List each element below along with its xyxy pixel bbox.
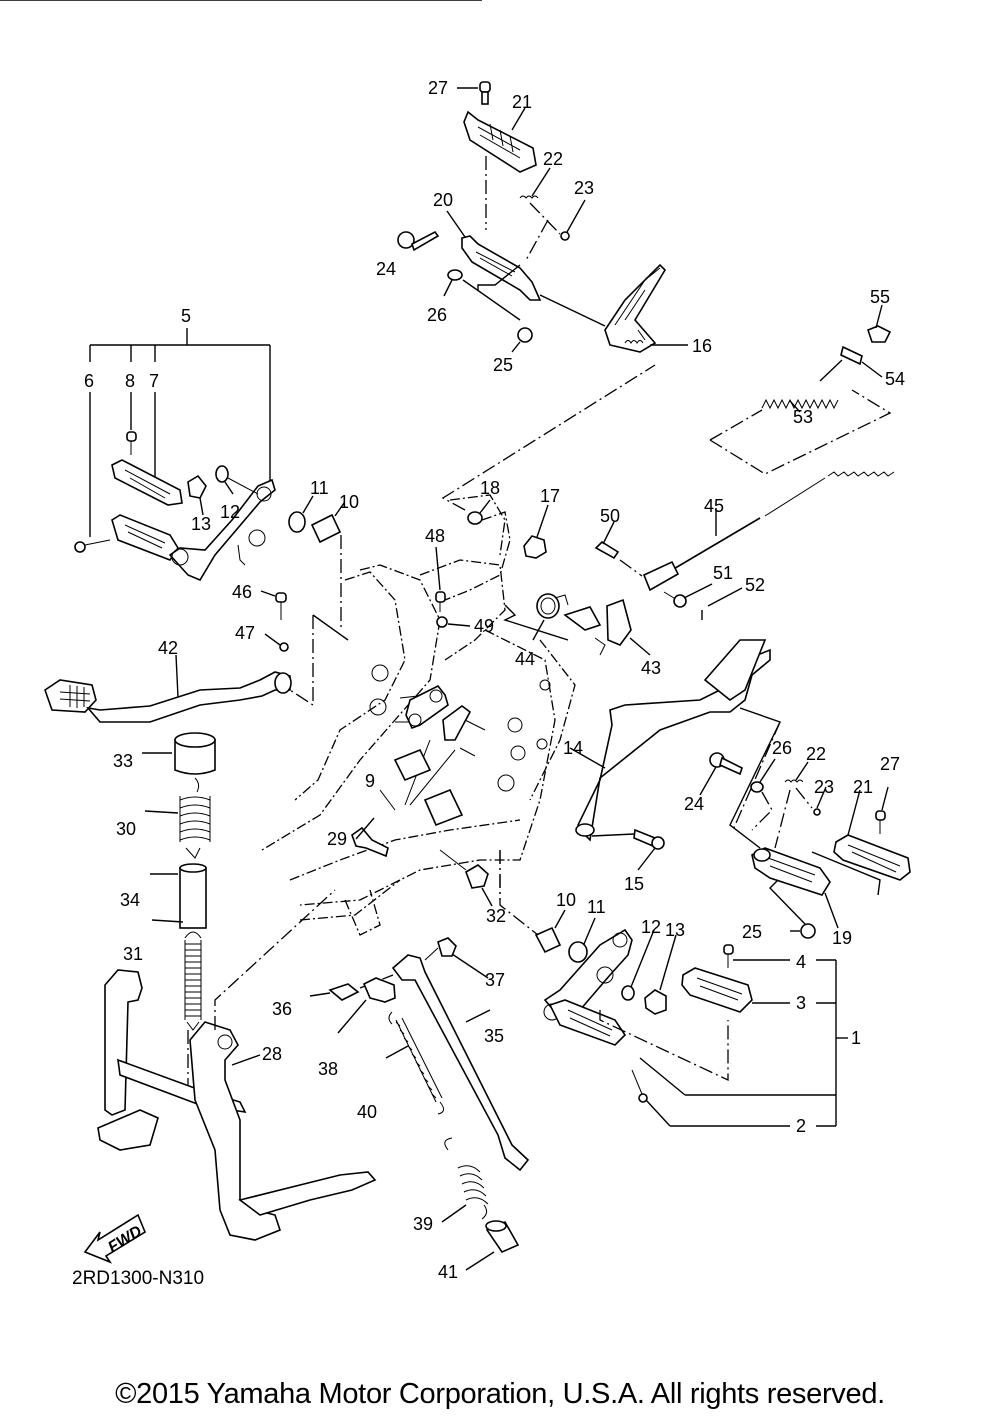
callout-4: 4 [796,952,806,972]
callout-53: 53 [793,407,813,427]
brake-rod-group [594,304,895,620]
callout-43: 43 [641,658,661,678]
right-passenger-footrest [569,639,911,939]
callout-10: 10 [339,492,359,512]
callout-26: 26 [427,305,447,325]
callout-11-right: 11 [587,897,606,917]
callout-51: 51 [713,563,733,583]
callout-34: 34 [120,890,140,910]
callout-55: 55 [870,287,890,307]
callout-labels: 27 21 22 23 20 24 26 25 16 55 54 53 5 6 … [84,78,905,1282]
bolt-24-top [397,230,440,252]
callout-23-right: 23 [814,777,834,797]
spring-44 [536,593,569,619]
callout-44: 44 [515,649,535,669]
callout-9: 9 [365,771,375,791]
callout-24: 24 [376,259,396,279]
callout-54: 54 [885,369,905,389]
callout-24-right: 24 [684,794,704,814]
diagram-code: 2RD1300-N310 [72,1268,205,1289]
callout-12: 12 [220,502,240,522]
callout-31: 31 [123,944,143,964]
callout-3: 3 [796,993,806,1013]
callout-8: 8 [125,371,135,391]
rear-footrest-assembly-top [397,81,688,353]
callout-35: 35 [484,1026,504,1046]
callout-18: 18 [480,478,500,498]
main-stand-group: FWD [83,732,377,1264]
callout-13: 13 [191,514,211,534]
callout-37: 37 [485,970,505,990]
callout-19: 19 [832,928,852,948]
callout-40: 40 [357,1102,377,1122]
callout-38: 38 [318,1059,338,1079]
rider-footrest-assembly-right [499,850,848,1127]
callout-15: 15 [624,874,644,894]
callout-17: 17 [540,486,560,506]
callout-48: 48 [425,526,445,546]
callout-13-right: 13 [665,920,685,940]
callout-10-right: 10 [556,890,576,910]
callout-25-right: 25 [742,922,762,942]
callout-32: 32 [486,906,506,926]
callout-33: 33 [113,751,133,771]
callout-2: 2 [796,1116,806,1136]
callout-36: 36 [272,999,292,1019]
callout-12-right: 12 [641,917,661,937]
callout-30: 30 [116,819,136,839]
brake-pedal-group [44,590,349,723]
callout-46: 46 [232,582,252,602]
fwd-direction-arrow: FWD [83,1213,146,1264]
copyright-notice: ©2015 Yamaha Motor Corporation, U.S.A. A… [115,1378,885,1410]
callout-49: 49 [474,616,494,636]
callout-5: 5 [181,306,191,326]
frame-outline [261,494,576,936]
callout-6: 6 [84,371,94,391]
callout-45: 45 [704,496,724,516]
callout-22-right: 22 [806,744,826,764]
callout-1: 1 [851,1028,861,1048]
callout-22: 22 [543,149,563,169]
callout-20: 20 [433,190,453,210]
callout-28: 28 [262,1044,282,1064]
callout-14: 14 [563,738,583,758]
callout-11: 11 [310,478,329,498]
callout-41: 41 [438,1262,458,1282]
callout-52: 52 [745,575,765,595]
callout-7: 7 [149,371,159,391]
callout-26-right: 26 [772,738,792,758]
callout-47: 47 [235,623,255,643]
callout-23: 23 [574,178,594,198]
fasteners-center [435,364,656,656]
callout-27: 27 [428,78,448,98]
bolt-27-top [479,81,491,105]
callout-21: 21 [512,92,532,112]
callout-16: 16 [692,336,712,356]
callout-21-right: 21 [853,777,873,797]
bolt-15 [633,828,665,850]
callout-29: 29 [327,829,347,849]
callout-25: 25 [493,355,513,375]
side-stand-group [0,0,530,1271]
callout-39: 39 [413,1214,433,1234]
callout-27-right: 27 [880,754,900,774]
callout-50: 50 [600,506,620,526]
callout-42: 42 [158,638,178,658]
rider-footrest-assembly-left [74,328,345,630]
